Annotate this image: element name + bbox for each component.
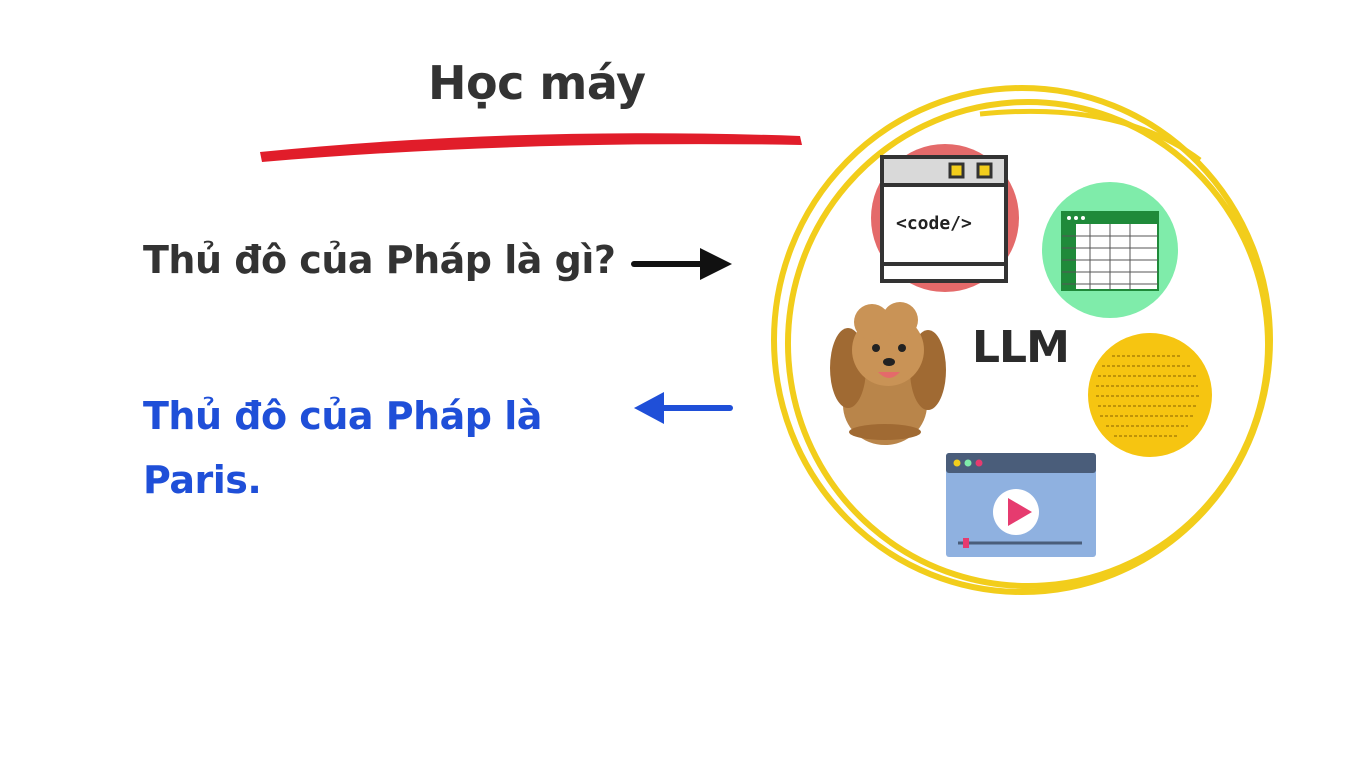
llm-label: LLM (972, 322, 1070, 373)
arrow-right-icon (631, 248, 732, 280)
title-underline (260, 133, 802, 162)
question-text: Thủ đô của Pháp là gì? (143, 238, 616, 282)
dog-photo (830, 302, 946, 445)
spreadsheet-icon (1042, 182, 1178, 318)
code-window-icon (871, 144, 1019, 292)
arrow-left-icon (634, 392, 733, 424)
code-icon-label: <code/> (896, 213, 972, 234)
video-player-icon (946, 453, 1096, 557)
llm-boundary-circle (771, 85, 1273, 595)
handwritten-notes-icon (1088, 333, 1212, 457)
answer-text: Thủ đô của Pháp là Paris. (143, 394, 542, 502)
page-title: Học máy (428, 56, 646, 110)
